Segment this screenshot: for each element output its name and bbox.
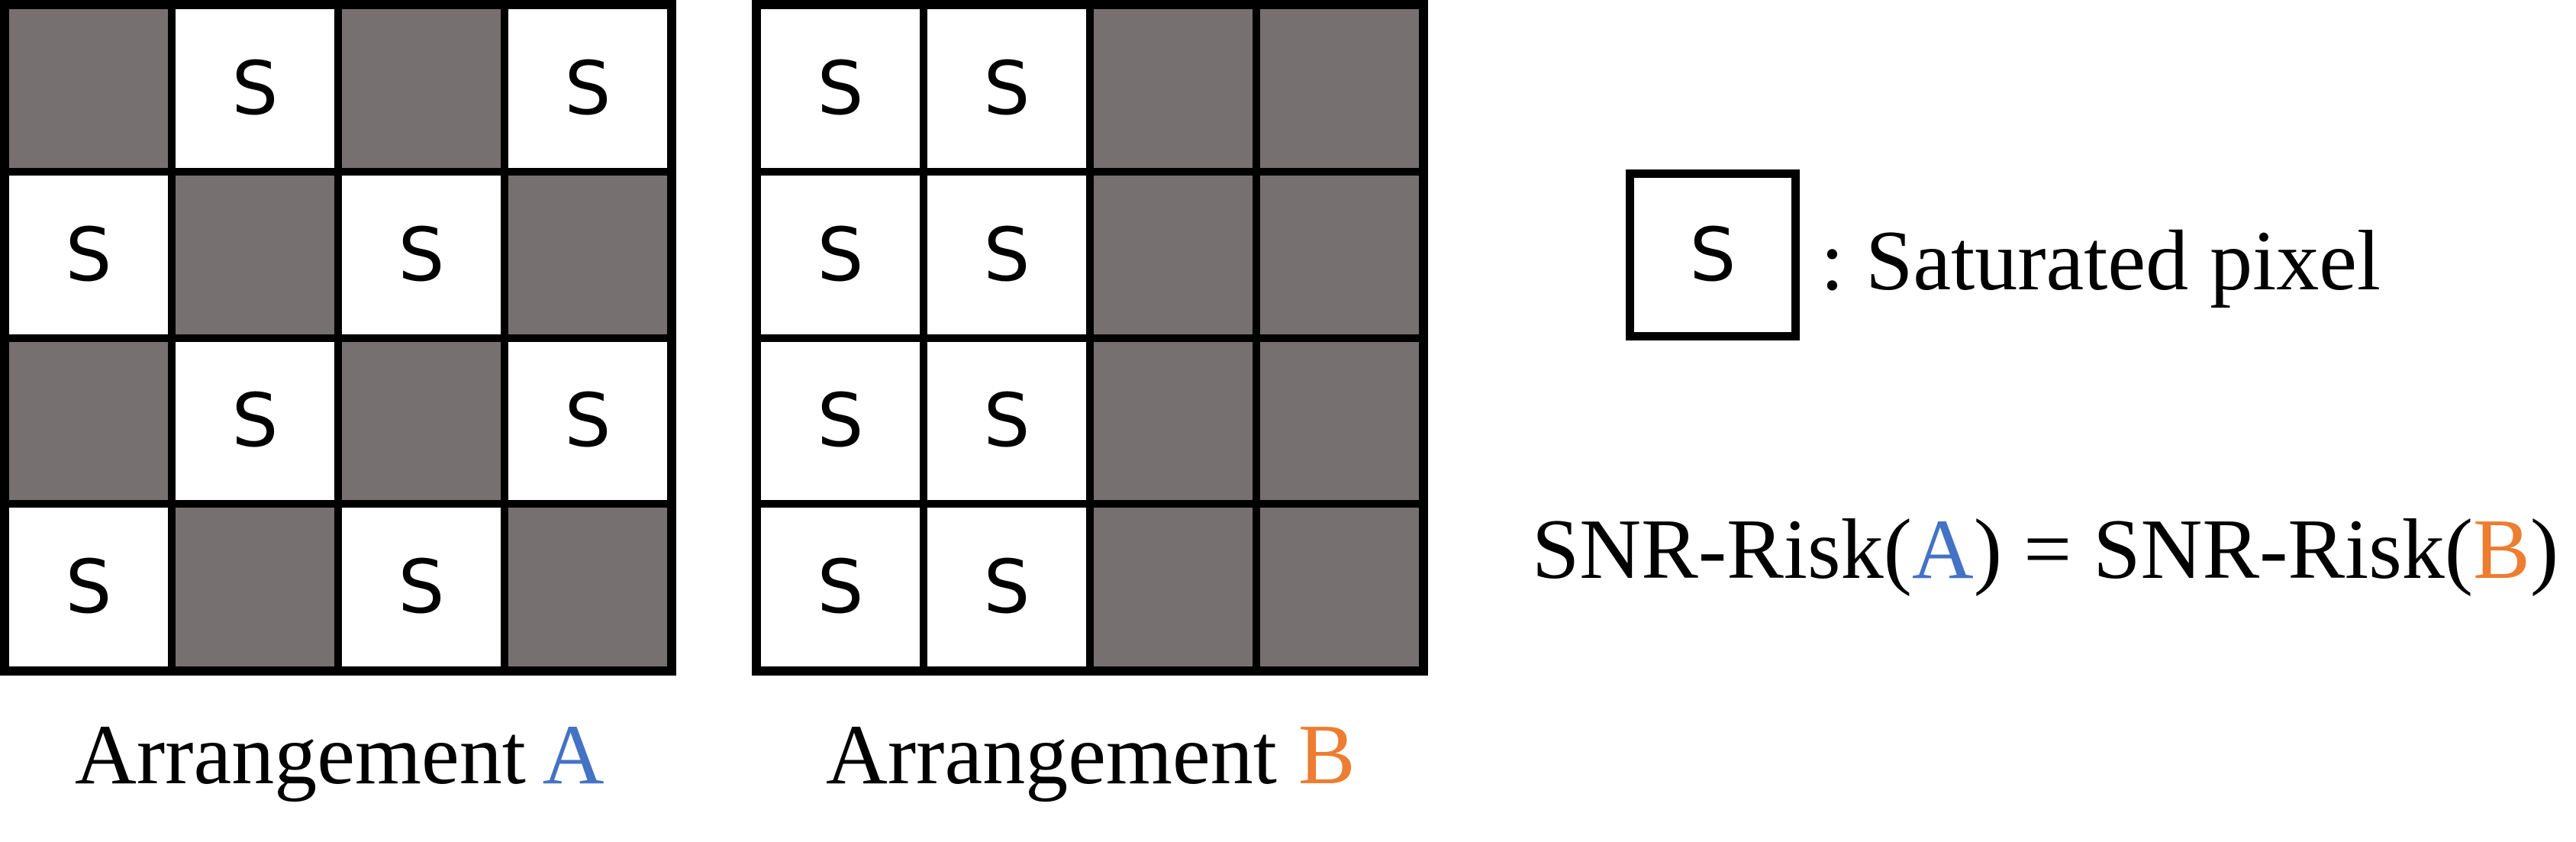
saturated-pixel-cell: S [761,175,920,334]
normal-pixel-cell [176,175,334,334]
saturated-pixel-cell: S [927,175,1086,334]
arrangement-a-letter: A [542,708,605,802]
normal-pixel-cell [342,341,501,501]
arrangement-b-label-prefix: Arrangement [826,708,1298,802]
normal-pixel-cell [1260,175,1419,334]
normal-pixel-cell [1094,175,1253,334]
legend-text: : Saturated pixel [1820,214,2381,308]
saturated-pixel-cell: S [176,341,334,501]
saturated-pixel-cell: S [342,508,501,666]
saturated-pixel-cell: S [761,341,920,501]
normal-pixel-cell [1260,508,1419,666]
equation-part-1: SNR-Risk( [1532,502,1912,597]
normal-pixel-cell [508,508,667,666]
normal-pixel-cell [508,175,667,334]
normal-pixel-cell [9,341,168,501]
saturated-pixel-cell: S [9,508,168,666]
equation-part-3: ) [2529,502,2559,597]
snr-risk-equation: SNR-Risk(A) = SNR-Risk(B) [1532,501,2558,599]
arrangement-b-letter: B [1298,708,1356,802]
normal-pixel-cell [342,9,501,168]
saturated-pixel-cell: S [927,9,1086,168]
equation-a: A [1911,502,1974,597]
equation-part-2: ) = SNR-Risk( [1973,502,2474,597]
arrangement-b-label: Arrangement B [826,706,1356,805]
saturated-pixel-cell: S [9,175,168,334]
normal-pixel-cell [1094,508,1253,666]
saturated-pixel-cell: S [927,508,1086,666]
equation-b: B [2473,502,2530,597]
saturated-pixel-cell: S [508,341,667,501]
legend-saturated-pixel-swatch: S [1626,169,1800,340]
normal-pixel-cell [9,9,168,168]
normal-pixel-cell [1260,9,1419,168]
saturated-pixel-cell: S [508,9,667,168]
saturated-pixel-cell: S [176,9,334,168]
saturated-pixel-cell: S [761,9,920,168]
saturated-pixel-cell: S [761,508,920,666]
legend-symbol: S [1689,212,1736,298]
normal-pixel-cell [1260,341,1419,501]
arrangement-a-label-prefix: Arrangement [75,708,543,802]
saturated-pixel-cell: S [927,341,1086,501]
arrangement-a-label: Arrangement A [75,706,605,805]
saturated-pixel-cell: S [342,175,501,334]
normal-pixel-cell [1094,341,1253,501]
normal-pixel-cell [1094,9,1253,168]
normal-pixel-cell [176,508,334,666]
